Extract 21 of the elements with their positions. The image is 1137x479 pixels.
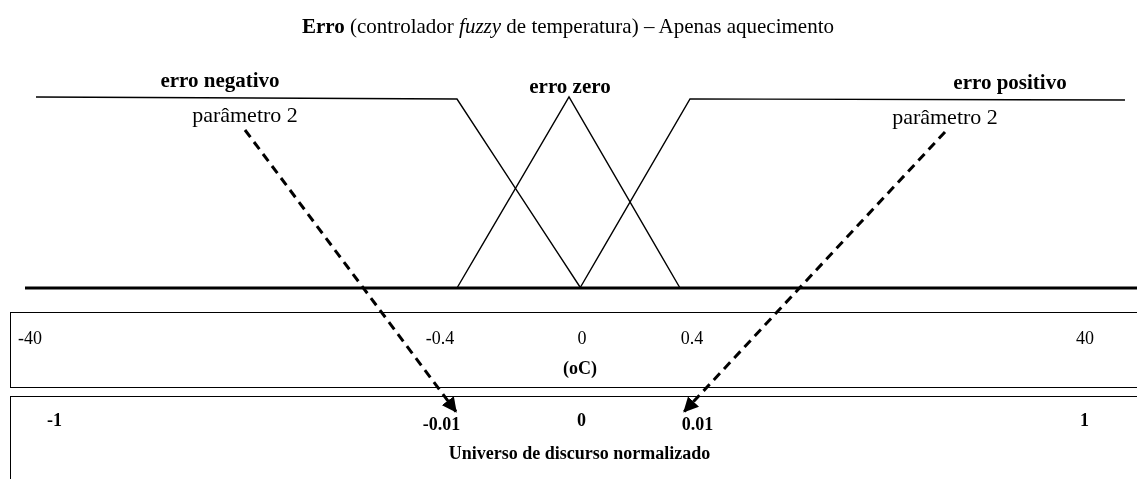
membership-function-label: erro zero [529, 74, 611, 99]
tick-label: 0.4 [680, 328, 704, 349]
tick-label: -40 [18, 328, 42, 349]
tick-label: -1 [47, 409, 62, 431]
parameter-label: parâmetro 2 [860, 102, 1030, 132]
tick-label: 0 [577, 328, 587, 349]
axis-caption: Universo de discurso normalizado [448, 442, 711, 464]
parameter-label: parâmetro 2 [160, 100, 330, 130]
tick-label: 40 [1076, 328, 1094, 349]
normalized-scale-band [10, 396, 1137, 479]
tick-label: -0.01 [417, 411, 466, 436]
membership-function-label: erro negativo [160, 68, 280, 93]
tick-label: 0.01 [675, 411, 720, 436]
diagram-title: Erro (controlador fuzzy de temperatura) – Apenas aquecimento [302, 14, 834, 39]
dashed-arrow [243, 129, 458, 413]
tick-label: 1 [1080, 409, 1089, 431]
tick-label: 0 [577, 409, 586, 431]
axis-caption: (oC) [563, 358, 597, 379]
dashed-arrow [683, 130, 947, 413]
membership-function-label: erro positivo [953, 70, 1067, 95]
tick-label: -0.4 [425, 328, 455, 349]
